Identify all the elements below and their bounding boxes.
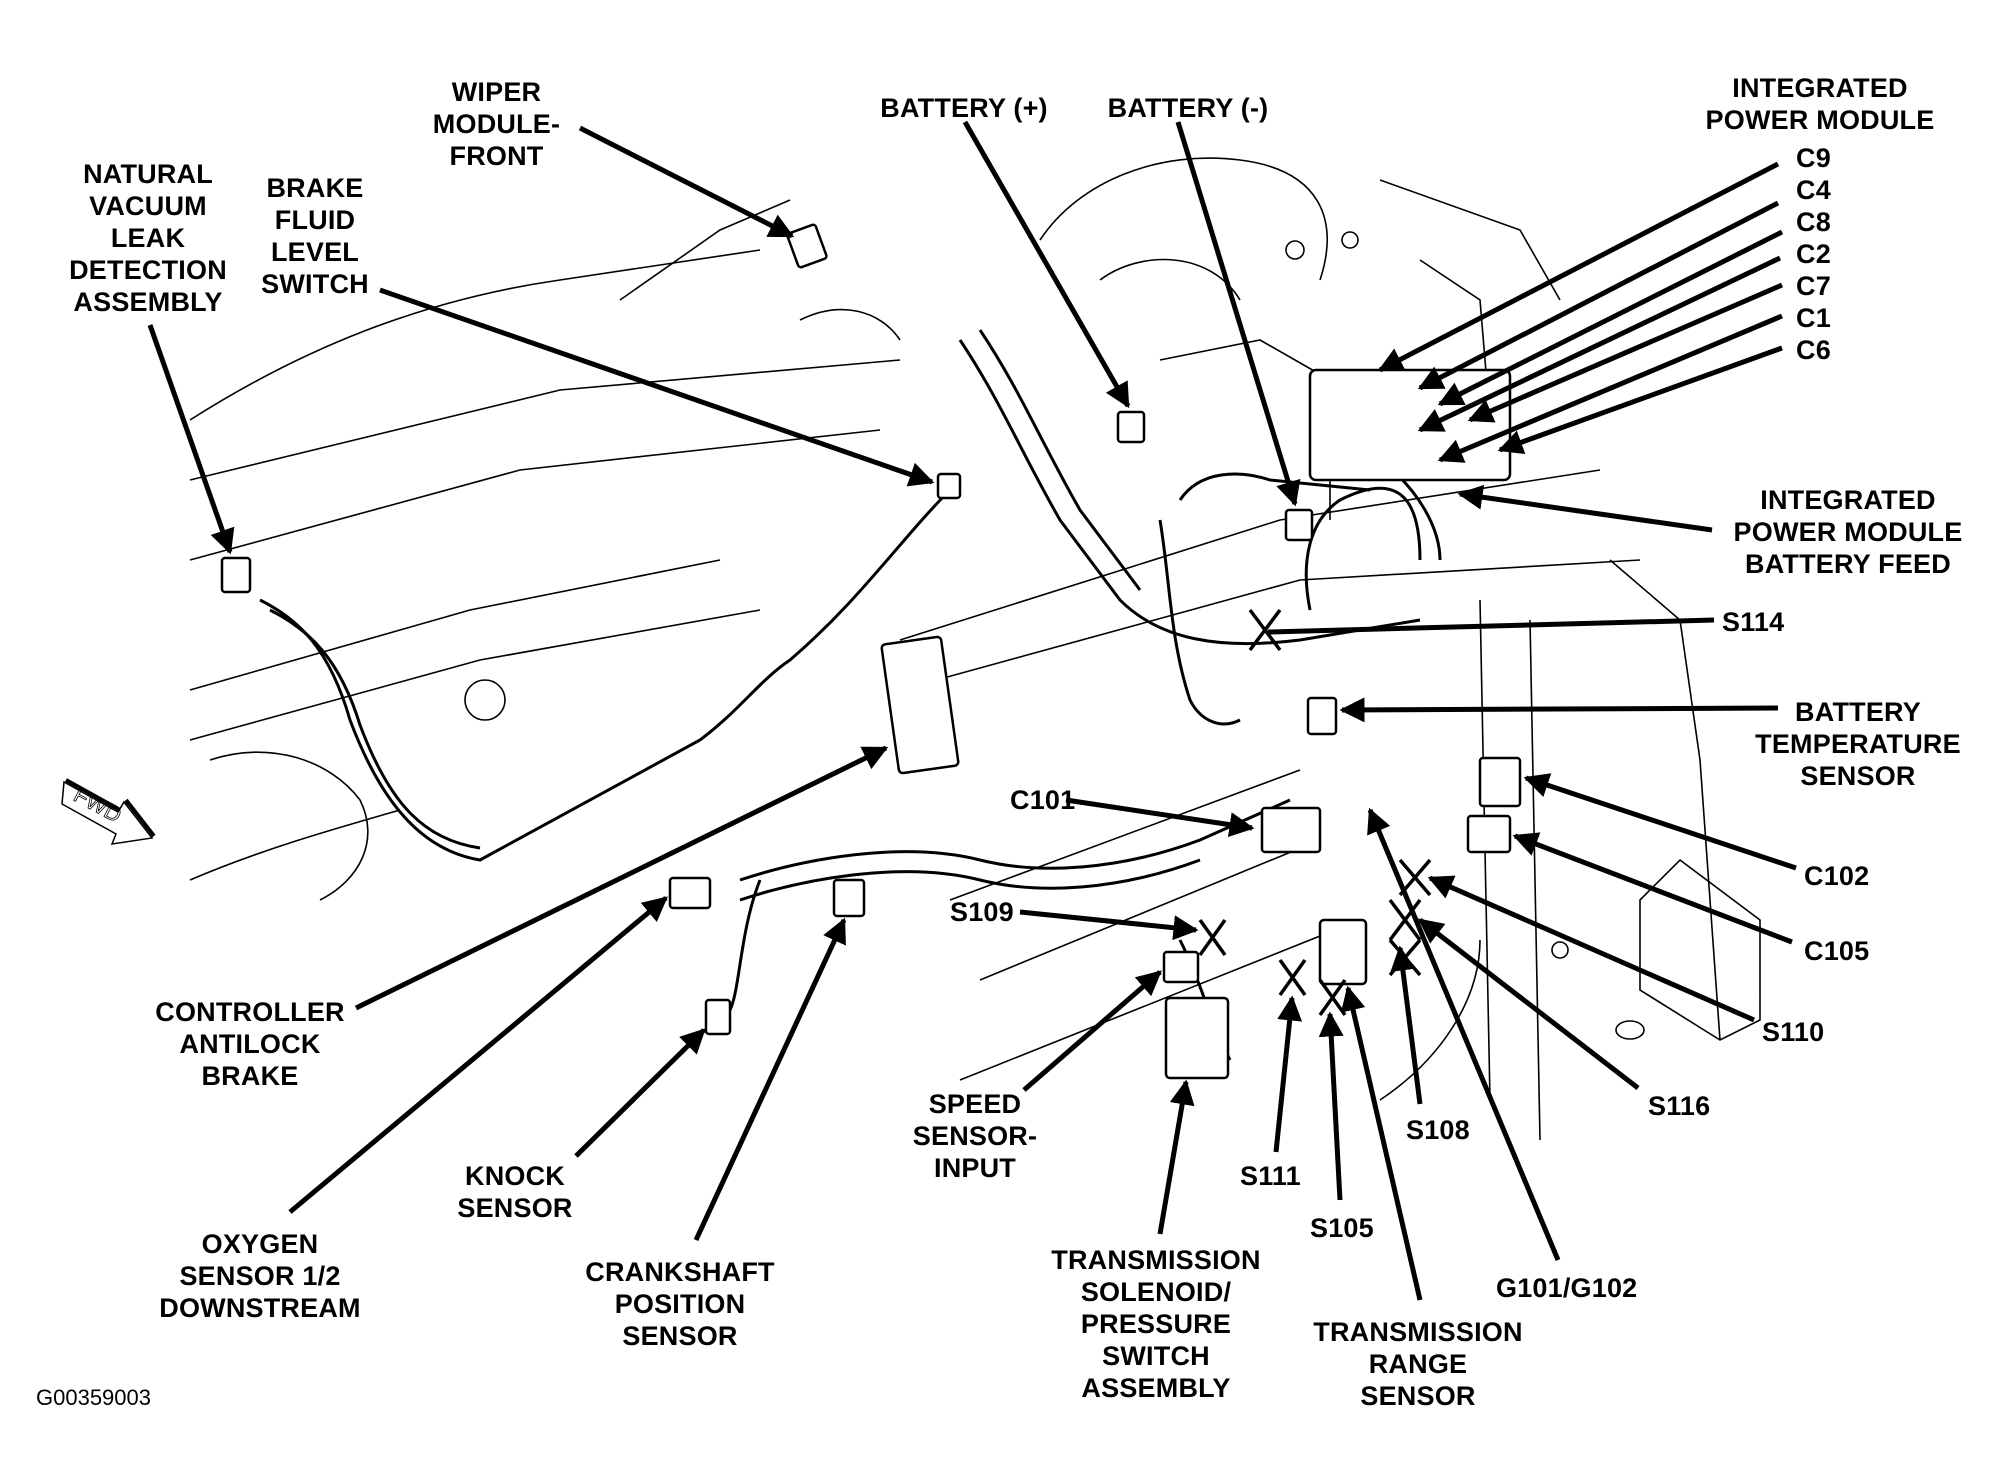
label-natural-vacuum-leak-detection: NATURAL VACUUM LEAK DETECTION ASSEMBLY [69,159,227,317]
leader-controller-antilock [354,745,889,1011]
label-c102: C102 [1804,861,1870,891]
label-s105: S105 [1310,1213,1374,1243]
leader-s116 [1418,918,1640,1090]
splice-marks [1198,608,1432,1017]
label-s108: S108 [1406,1115,1470,1145]
leader-c2 [1417,255,1782,433]
speed-sensor-connector [1162,950,1200,984]
c102-connector [1478,756,1522,808]
label-integrated-power-module: INTEGRATED POWER MODULE [1705,73,1935,135]
leader-oxygen-sensor [288,896,668,1214]
label-controller-antilock-brake: CONTROLLER ANTILOCK BRAKE [155,997,345,1091]
c101-connector [1260,806,1322,854]
label-transmission-solenoid-pressure-switch: TRANSMISSION SOLENOID/ PRESSURE SWITCH A… [1051,1245,1261,1403]
battery-neg-terminal [1284,508,1314,542]
wiper-module-connector [786,223,828,269]
label-c2: C2 [1796,239,1831,269]
leader-g101 [1367,807,1561,1261]
label-ipm-battery-feed: INTEGRATED POWER MODULE BATTERY FEED [1733,485,1963,579]
label-c101: C101 [1010,785,1076,815]
trans-range-sensor [1318,918,1368,986]
leader-c1 [1437,313,1783,463]
brake-fluid-switch-connector [936,472,962,500]
leader-trans-solenoid [1157,1079,1195,1235]
wiring-harness [259,329,1442,1061]
o2-sensor-connector [668,876,712,910]
leader-brake-fluid [379,287,935,487]
crankshaft-sensor-connector [832,878,866,918]
leader-c4 [1417,200,1780,391]
label-knock-sensor: KNOCK SENSOR [457,1161,573,1223]
leader-c8 [1437,229,1784,407]
leader-battery-temp [1339,697,1779,723]
label-c9: C9 [1796,143,1831,173]
leader-c6 [1497,345,1783,455]
knock-sensor-connector [704,998,732,1036]
label-wiper-module-front: WIPER MODULE- FRONT [432,77,561,171]
trans-solenoid-connector [1164,996,1230,1080]
leader-wiper-module [578,125,795,239]
label-c7: C7 [1796,271,1831,301]
label-battery-positive: BATTERY (+) [880,93,1048,123]
leader-s105 [1318,1011,1344,1201]
forward-direction-arrow-icon: FWD [61,778,156,845]
label-brake-fluid-level-switch: BRAKE FLUID LEVEL SWITCH [261,173,369,299]
controller-antilock-brake [880,635,960,775]
ipm-connector-list: C9 C4 C8 C2 C7 C1 C6 [1796,142,1856,366]
label-c4: C4 [1796,175,1831,205]
leader-trans-range [1340,985,1423,1301]
label-s110: S110 [1762,1017,1825,1047]
natural-vacuum-leak-connector [220,556,252,594]
leader-c7 [1467,282,1783,423]
label-battery-negative: BATTERY (-) [1107,93,1269,123]
leader-knock-sensor [574,1028,706,1158]
leader-c105 [1512,832,1793,945]
label-c6: C6 [1796,335,1831,365]
label-crankshaft-position-sensor: CRANKSHAFT POSITION SENSOR [585,1257,775,1351]
leader-s110 [1427,875,1756,1023]
leader-s111 [1273,995,1303,1153]
leader-c101 [1065,797,1255,838]
label-c8: C8 [1796,207,1831,237]
leader-s108 [1390,945,1423,1105]
label-speed-sensor-input: SPEED SENSOR- INPUT [912,1089,1038,1183]
label-transmission-range-sensor: TRANSMISSION RANGE SENSOR [1313,1317,1523,1411]
leader-speed-sensor [1022,970,1162,1092]
battery-pos-terminal [1116,410,1146,444]
leader-natural-vacuum [147,324,235,555]
label-g101-g102: G101/G102 [1496,1273,1638,1303]
label-s109: S109 [950,897,1014,927]
leader-c9 [1377,161,1780,373]
leader-c102 [1523,773,1797,871]
leader-lines [147,120,1797,1301]
figure-id: G00359003 [36,1385,151,1410]
leader-ipm-feed [1457,484,1713,533]
leader-s114 [1267,617,1715,635]
c105-connector [1466,814,1512,854]
leader-battery-pos [962,120,1131,409]
label-oxygen-sensor-downstream: OXYGEN SENSOR 1/2 DOWNSTREAM [159,1229,361,1323]
label-s114: S114 [1722,607,1785,637]
label-c1: C1 [1796,303,1831,333]
leader-battery-neg [1175,121,1301,507]
label-s111: S111 [1240,1161,1301,1191]
label-s116: S116 [1648,1091,1711,1121]
leader-s109 [1019,909,1199,941]
leader-crankshaft [693,917,847,1242]
components [220,223,1522,1080]
label-c105: C105 [1804,936,1870,966]
label-battery-temperature-sensor: BATTERY TEMPERATURE SENSOR [1755,697,1961,791]
battery-temp-sensor [1306,696,1338,736]
